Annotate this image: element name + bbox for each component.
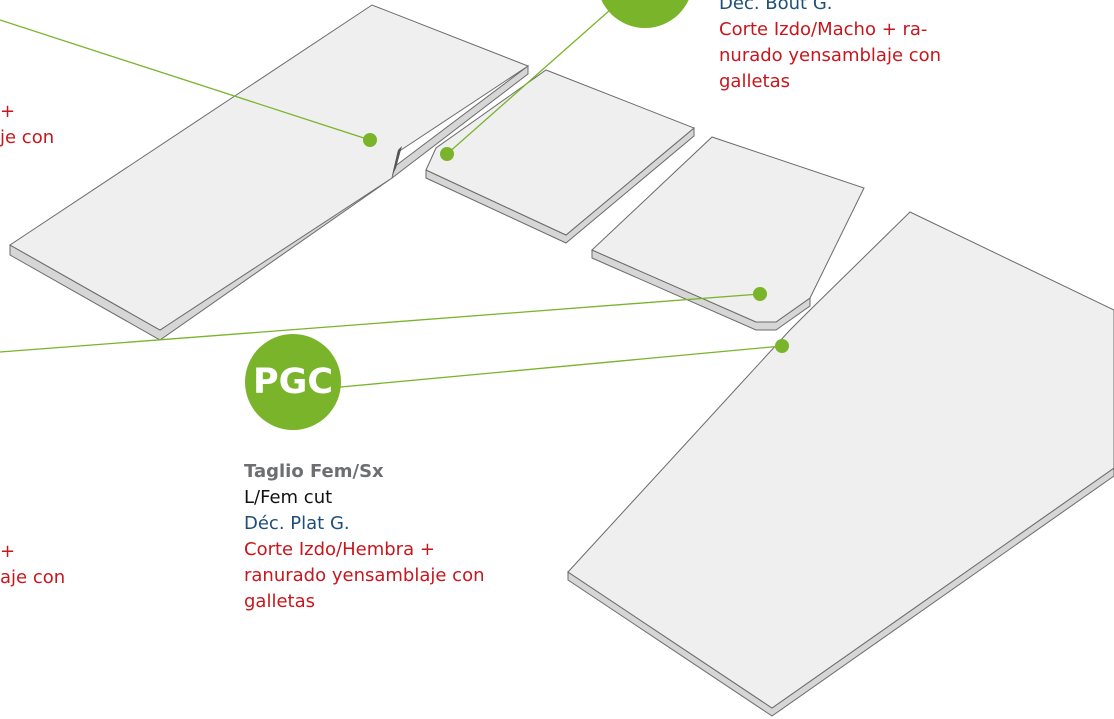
callout-top-right-french: Déc. Bout G. [719,0,833,14]
slab-3-top [591,136,865,323]
worktop-slab-1 [9,4,530,341]
top-badge-circle [601,0,689,28]
leader-dot-slab-3 [753,287,767,301]
leader-dot-slab-4 [775,339,789,353]
callout-top-right-spanish-1: Corte Izdo/Macho + ra- [719,19,928,40]
slab-2-top [425,69,695,236]
callout-top-right-spanish-2: nurado yensamblaje con [719,45,942,66]
slab-4-top [567,211,1114,709]
leader-line-middle-left [0,293,761,353]
pgc-badge-label: PGC [252,362,334,402]
callout-pgc-italian: Taglio Fem/Sx [244,461,384,482]
leader-line-top-badge [446,9,611,155]
callout-pgc-spanish-1: Corte Izdo/Hembra + [244,539,435,560]
callout-pgc-french: Déc. Plat G. [244,513,350,534]
worktop-slab-4 [567,211,1114,717]
leader-lines [0,9,783,389]
leader-dot-slab-2 [440,147,454,161]
callout-top-right-spanish-3: galletas [719,71,790,92]
slab-1-notch [392,146,402,176]
callout-left-lower-spanish-1: + [0,541,16,562]
worktop-slab-3 [591,136,865,331]
leader-dots [363,133,789,353]
leader-line-pgc [329,345,783,389]
callout-left-upper-spanish-1: + [0,101,16,122]
callout-left-lower-spanish-2: aje con [0,567,66,588]
callout-left-upper-spanish-2: je con [0,127,55,148]
pgc-badge-circle [245,334,341,430]
leader-line-upper-left [0,19,371,141]
callout-pgc-spanish-3: galletas [244,591,315,612]
callout-pgc-english: L/Fem cut [244,487,333,508]
callout-pgc-spanish-2: ranurado yensamblaje con [244,565,485,586]
worktop-slab-2 [425,69,695,244]
leader-dot-slab-1 [363,133,377,147]
